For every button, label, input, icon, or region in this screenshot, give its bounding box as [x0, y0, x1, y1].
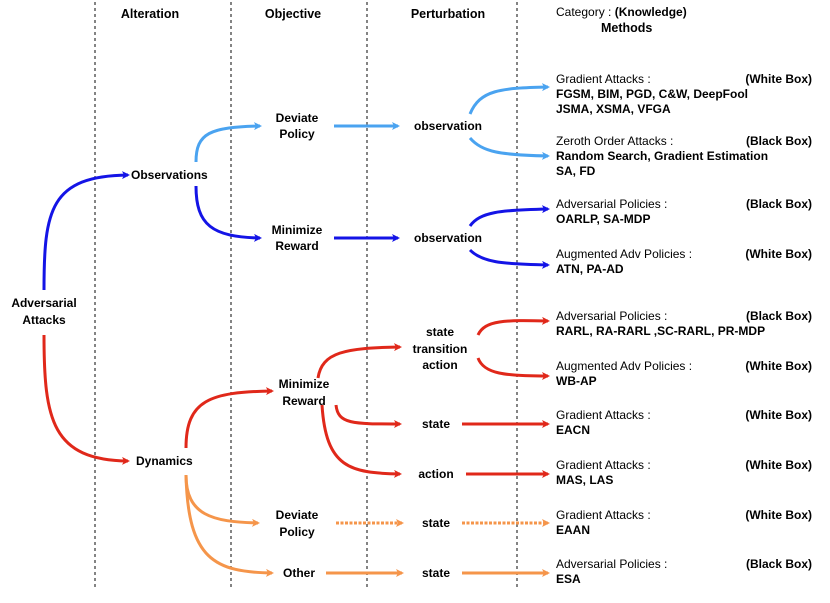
node-dynamics: Dynamics: [136, 454, 193, 468]
method-category: Adversarial Policies :: [556, 309, 668, 323]
node-root-line1: Adversarial: [11, 296, 77, 310]
method-list: EACN: [556, 423, 591, 437]
method-list: MAS, LAS: [556, 473, 614, 487]
node-perturb-state-1: state: [421, 417, 451, 431]
node-obs-deviate-line2: Policy: [279, 127, 315, 141]
node-obs-minimize-line1: Minimize: [271, 223, 323, 237]
node-dyn-deviate-line2: Policy: [279, 525, 315, 539]
arrow-root-observations: [42, 171, 130, 291]
method-knowledge: (White Box): [745, 458, 812, 472]
node-perturb-state-2: state: [421, 516, 451, 530]
method-list: Random Search, Gradient Estimation: [556, 149, 769, 163]
header-category: Category : (Knowledge): [556, 5, 687, 20]
header-objective: Objective: [264, 7, 322, 21]
arrow-root-dynamics: [42, 334, 130, 465]
method-knowledge: (White Box): [745, 508, 812, 522]
method-knowledge: (White Box): [745, 408, 812, 422]
arrow-obs-gradient: [468, 83, 550, 115]
arrow-min-sta: [316, 343, 402, 379]
method-category: Augmented Adv Policies :: [556, 359, 693, 373]
method-knowledge: (Black Box): [745, 197, 812, 211]
node-dyn-deviate-line1: Deviate: [275, 508, 319, 522]
method-list: OARLP, SA-MDP: [556, 212, 651, 226]
method-list: RARL, RA-RARL ,SC-RARL, PR-MDP: [556, 324, 766, 338]
header-perturbation: Perturbation: [410, 7, 486, 21]
node-obs-deviate-line1: Deviate: [275, 111, 319, 125]
method-category: Gradient Attacks :: [556, 508, 651, 522]
arrow-obs-minimize: [194, 185, 262, 242]
arrow-sta-augadv: [476, 357, 550, 380]
node-perturb-state-3: state: [421, 566, 451, 580]
column-dividers: [94, 2, 518, 590]
method-list: EAAN: [556, 523, 591, 537]
arrow-dyn-deviate: [184, 474, 260, 527]
node-perturb-sta-line1: state: [425, 325, 455, 339]
method-knowledge: (Black Box): [745, 557, 812, 571]
method-category: Gradient Attacks :: [556, 458, 651, 472]
method-knowledge: (White Box): [745, 72, 812, 86]
arrow-min-action: [320, 404, 402, 478]
method-list: JSMA, XSMA, VFGA: [556, 102, 671, 116]
method-list: WB-AP: [556, 374, 597, 388]
node-perturb-sta-line2: transition: [412, 342, 468, 356]
header-alteration: Alteration: [120, 7, 180, 21]
header-category-knowledge: (Knowledge): [614, 5, 687, 19]
method-list: ESA: [556, 572, 581, 586]
method-category: Augmented Adv Policies :: [556, 247, 693, 261]
header-category-prefix: Category :: [556, 5, 615, 19]
node-dyn-minimize-line2: Reward: [282, 394, 326, 408]
header-methods: Methods: [601, 21, 653, 35]
arrow-obs-zeroth: [468, 136, 550, 160]
arrow-min-state: [334, 404, 402, 428]
node-obs-minimize-line2: Reward: [275, 239, 319, 253]
method-list: SA, FD: [556, 164, 596, 178]
method-category: Gradient Attacks :: [556, 408, 651, 422]
node-perturb-observation-1: observation: [413, 119, 483, 133]
method-category: Zeroth Order Attacks :: [556, 134, 674, 148]
arrow-dyn-minimize: [184, 387, 274, 449]
node-perturb-action: action: [418, 467, 454, 481]
node-observations: Observations: [131, 168, 208, 182]
method-knowledge: (Black Box): [745, 134, 812, 148]
method-knowledge: (White Box): [745, 359, 812, 373]
method-knowledge: (White Box): [745, 247, 812, 261]
method-category: Adversarial Policies :: [556, 557, 668, 571]
arrow-obs-advpol: [468, 205, 550, 227]
node-dyn-other: Other: [282, 566, 316, 580]
arrow-obs-augadv: [468, 248, 550, 269]
node-perturb-sta-line3: action: [422, 358, 458, 372]
arrow-obs-deviate: [194, 122, 262, 163]
method-category: Gradient Attacks :: [556, 72, 651, 86]
node-dyn-minimize-line1: Minimize: [278, 377, 330, 391]
method-knowledge: (Black Box): [745, 309, 812, 323]
node-root-line2: Attacks: [22, 313, 66, 327]
arrow-sta-advpol: [476, 316, 550, 336]
method-list: ATN, PA-AD: [556, 262, 624, 276]
method-list: FGSM, BIM, PGD, C&W, DeepFool: [556, 87, 748, 101]
node-perturb-observation-2: observation: [413, 231, 483, 245]
arrow-dyn-other: [184, 474, 274, 577]
method-category: Adversarial Policies :: [556, 197, 668, 211]
